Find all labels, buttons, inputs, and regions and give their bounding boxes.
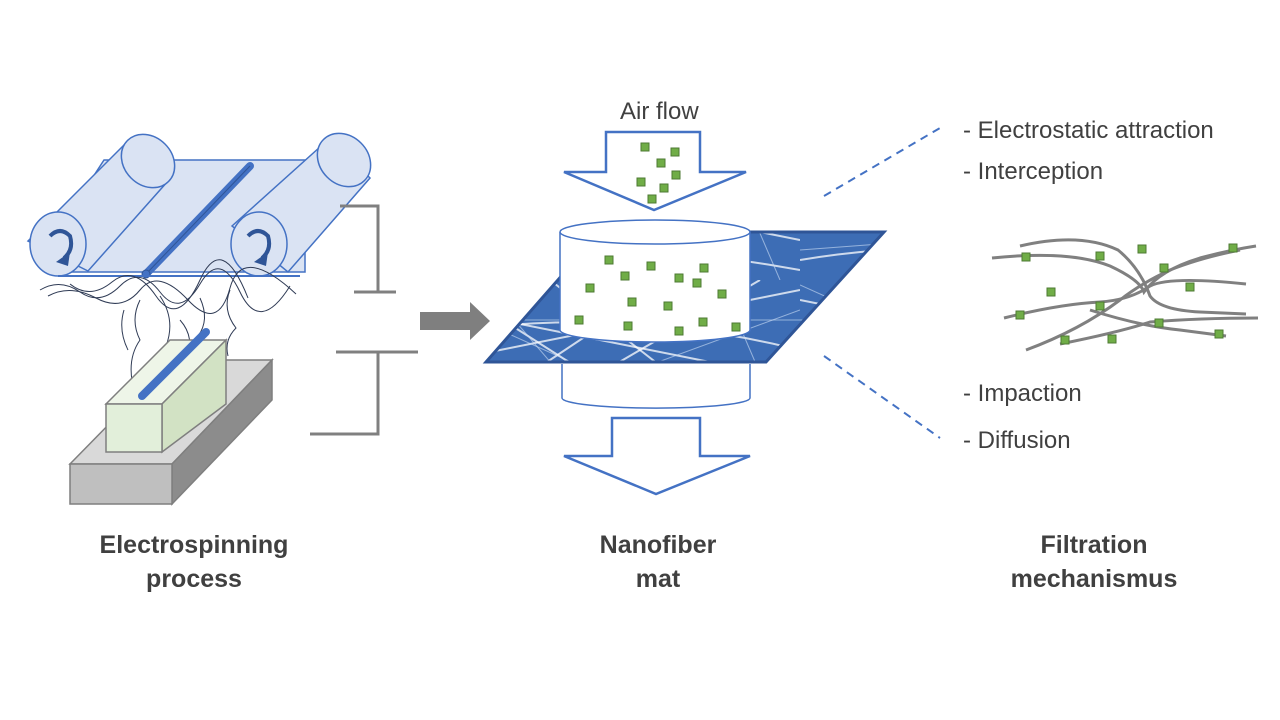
mechanism-electrostatic-attraction: - Electrostatic attraction xyxy=(963,117,1214,144)
particle-icon xyxy=(627,297,637,307)
particle-icon xyxy=(674,273,684,283)
process-arrow-icon xyxy=(420,302,490,340)
particle-icon xyxy=(698,317,708,327)
rotation-arrow-right-head xyxy=(254,252,268,266)
air-flow-arrow-bottom xyxy=(563,416,751,496)
particle-icon xyxy=(640,142,650,152)
particle-icon xyxy=(1095,301,1105,311)
caption-electrospinning-line1: Electrospinning xyxy=(99,531,289,559)
particle-icon xyxy=(1154,318,1164,328)
zoom-line-bottom xyxy=(823,355,941,439)
particle-icon xyxy=(646,261,656,271)
particle-icon xyxy=(692,278,702,288)
particle-icon xyxy=(1021,252,1031,262)
voltage-source xyxy=(310,204,418,436)
air-flow-label: Air flow xyxy=(620,98,699,125)
caption-nanofiber: Nanofiber mat xyxy=(560,528,756,596)
spinneret-rod xyxy=(138,328,210,400)
particles-trapped xyxy=(574,255,741,336)
caption-filtration: Filtration mechanismus xyxy=(980,528,1208,596)
particle-icon xyxy=(1046,287,1056,297)
particle-icon xyxy=(1095,251,1105,261)
particle-icon xyxy=(674,326,684,336)
particle-icon xyxy=(1015,310,1025,320)
particle-icon xyxy=(671,170,681,180)
particle-icon xyxy=(1137,244,1147,254)
caption-electrospinning-line2: process xyxy=(146,565,242,593)
nanofiber-mat-illustration xyxy=(482,130,888,496)
particle-icon xyxy=(731,322,741,332)
filter-cylinder-bottom xyxy=(561,364,751,409)
particle-icon xyxy=(1159,263,1169,273)
caption-filtration-line2: mechanismus xyxy=(1010,565,1178,593)
right-roller xyxy=(230,132,372,277)
particle-icon xyxy=(623,321,633,331)
particle-icon xyxy=(663,301,673,311)
caption-nanofiber-line1: Nanofiber xyxy=(599,531,717,559)
caption-nanofiber-line2: mat xyxy=(635,565,681,593)
filtration-mechanism-illustration xyxy=(823,127,1259,439)
zoom-line-top xyxy=(823,127,941,197)
particle-icon xyxy=(670,147,680,157)
particle-icon xyxy=(699,263,709,273)
rotation-arrow-left-head xyxy=(56,252,70,266)
particle-icon xyxy=(1185,282,1195,292)
caption-electrospinning: Electrospinning process xyxy=(60,528,328,596)
mechanism-impaction: - Impaction xyxy=(963,380,1082,407)
caption-filtration-line1: Filtration xyxy=(1040,531,1148,559)
electrospinning-apparatus xyxy=(26,132,418,506)
mechanism-diffusion: - Diffusion xyxy=(963,427,1071,454)
filter-cylinder xyxy=(559,219,751,343)
particle-icon xyxy=(656,158,666,168)
fiber-network xyxy=(991,238,1259,352)
particle-icon xyxy=(574,315,584,325)
particle-icon xyxy=(717,289,727,299)
particle-icon xyxy=(1228,243,1238,253)
collector-rod-outline xyxy=(145,165,251,275)
particle-icon xyxy=(636,177,646,187)
spun-fibers xyxy=(39,259,297,393)
particle-icon xyxy=(1214,329,1224,339)
particle-icon xyxy=(647,194,657,204)
particles-air-flow xyxy=(636,142,681,204)
particle-icon xyxy=(1060,335,1070,345)
particle-icon xyxy=(659,183,669,193)
captured-particles xyxy=(1015,243,1238,345)
particle-icon xyxy=(1107,334,1117,344)
rotation-arrow-left-icon xyxy=(48,229,74,260)
particle-icon xyxy=(620,271,630,281)
mechanism-interception: - Interception xyxy=(963,158,1104,185)
particle-icon xyxy=(585,283,595,293)
rotation-arrow-right-icon xyxy=(246,229,272,260)
particle-icon xyxy=(604,255,614,265)
air-flow-arrow-top xyxy=(563,130,747,212)
